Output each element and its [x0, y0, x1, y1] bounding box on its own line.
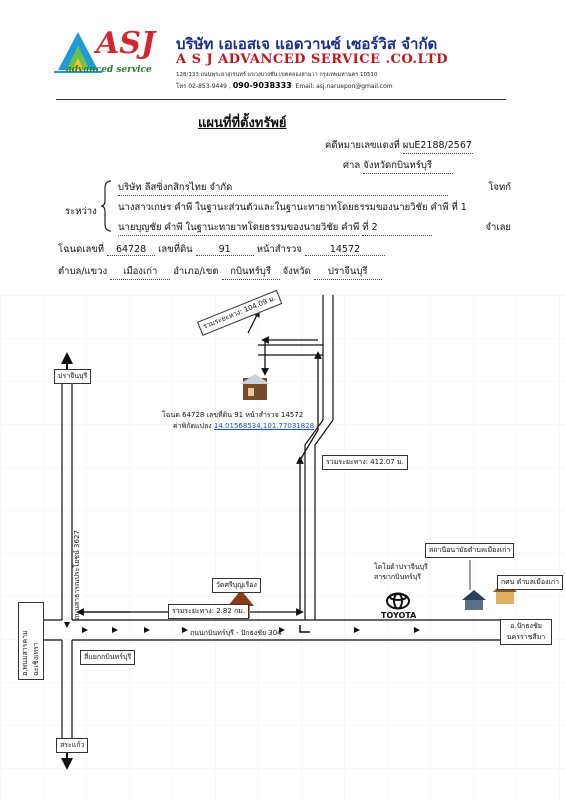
- company-name-thai: บริษัท เอเอสเจ แอดวานซ์ เซอร์วิส จำกัด: [176, 35, 438, 53]
- property-deed-label: โฉนด 64728 เลขที่ดิน 91 หน้าสำรวจ 14572: [162, 411, 304, 419]
- between-label: ระหว่าง: [65, 206, 97, 217]
- logo-subtext: advanced service: [66, 65, 152, 75]
- company-email: Email: asj.naruepon@gmail.com: [295, 83, 393, 90]
- side-road: [258, 295, 334, 620]
- deed-number: 64728: [107, 244, 156, 256]
- location-line: ตำบล/แขวง เมืองเก่า อำเภอ/เขต กบินทร์บุร…: [58, 264, 382, 280]
- subdistrict-label: ตำบล/แขวง: [58, 266, 108, 277]
- case-number-value: ผบE2188/2567: [402, 138, 473, 154]
- land-number: 91: [195, 244, 254, 256]
- road-direction-arrows: [64, 622, 420, 633]
- intersection-label: สี่แยกกบินทร์บุรี: [80, 650, 136, 665]
- deed-label: โฉนดเลขที่: [58, 244, 105, 255]
- defendant2-number: ที่ 2: [362, 220, 433, 236]
- toyota-shop-label: โตโยต้าปราจีนบุรี สาขากบินทร์บุรี: [374, 563, 428, 581]
- south-arrow-icon: [61, 758, 73, 770]
- company-mobile: 090-9038333: [232, 81, 292, 90]
- header-divider: [56, 99, 506, 100]
- company-address: 128/133 ถนนพระยาสุเรนทร์ แขวงบางชัน เขตค…: [176, 72, 378, 78]
- health-station-icon: [462, 590, 486, 610]
- north-arrow-icon: [61, 352, 73, 364]
- subdistrict-value: เมืองเก่า: [110, 264, 171, 280]
- document-title: แผนที่ที่ตั้งทรัพย์: [198, 116, 287, 131]
- survey-label: หน้าสำรวจ: [256, 244, 302, 255]
- road-3627: [61, 378, 73, 738]
- defendant-role: จำเลย: [485, 222, 511, 233]
- defendant1-line: นางสาวเกษร คำพี ในฐานะส่วนตัวและในฐานะทา…: [118, 200, 467, 215]
- district-label: อำเภอ/เขต: [173, 266, 219, 277]
- company-logo: [54, 32, 102, 73]
- defendant2-name: นายบุญชัย คำพี ในฐานะทายาทโดยธรรมของนายว…: [118, 220, 360, 236]
- logo-text: ASJ: [96, 26, 156, 61]
- defendant2-line: นายบุญชัย คำพี ในฐานะทายาทโดยธรรมของนายว…: [118, 220, 511, 236]
- left-road-label: อ.พนมสารคาม ฉะเชิงเทรา: [18, 602, 44, 680]
- distance-label-2: รวมระยะทาง: 412.07 ม.: [322, 455, 408, 470]
- company-name-english: A S J ADVANCED SERVICE .CO.LTD: [176, 52, 449, 67]
- road-304-label: ถนนกบินทร์บุรี - ปักธงชัย 304: [190, 629, 282, 637]
- court-label: ศาล: [343, 160, 361, 171]
- brace-icon: [100, 180, 112, 232]
- logo-mountain-icon: [54, 32, 102, 73]
- company-contact: โทร 02-853-9449 , 090-9038333 Email: asj…: [176, 81, 393, 91]
- deed-line: โฉนดเลขที่ 64728 เลขที่ดิน 91 หน้าสำรวจ …: [58, 242, 385, 257]
- tambon-office-label: กศน ตำบลเมืองเก่า: [497, 575, 564, 590]
- court-value: จังหวัดกบินทร์บุรี: [363, 158, 454, 174]
- province-label: จังหวัด: [282, 266, 311, 277]
- coordinate-value[interactable]: 14.01568534,101.77031828: [213, 422, 315, 430]
- case-number-label: คดีหมายเลขแดงที่: [325, 140, 400, 151]
- pak-thong-chai-label: อ.ปักธงชัย นครราชสีมา: [500, 619, 552, 645]
- district-value: กบินทร์บุรี: [221, 264, 280, 280]
- plaintiff-name: บริษัท ลีสซิ่งกสิกรไทย จำกัด: [118, 180, 448, 196]
- company-tel: โทร 02-853-9449 ,: [176, 83, 231, 90]
- turn-marker: [299, 625, 310, 633]
- defendant1-name: นางสาวเกษร คำพี ในฐานะส่วนตัวและในฐานะทา…: [118, 202, 467, 213]
- province-value: ปราจีนบุรี: [313, 264, 382, 280]
- prachinburi-label: ปราจีนบุรี: [54, 369, 92, 384]
- toyota-logo-text: TOYOTA: [381, 611, 417, 620]
- case-number-line: คดีหมายเลขแดงที่ ผบE2188/2567: [325, 138, 473, 154]
- survey-number: 14572: [304, 244, 385, 256]
- property-coordinate: ค่าพิกัดแปลง 14.01568534,101.77031828: [173, 421, 314, 432]
- sakaeo-label: สระแก้ว: [56, 738, 89, 753]
- road-3627-label: ถนนสาธารณประโยชน์ 3627: [73, 530, 81, 620]
- plaintiff-role: โจทก์: [488, 182, 511, 193]
- temple-label: วัดศรีบุญเรือง: [212, 578, 261, 593]
- distance-label-3: รวมระยะทาง: 2.82 กม.: [168, 604, 250, 619]
- court-line: ศาล จังหวัดกบินทร์บุรี: [343, 158, 454, 174]
- coordinate-label: ค่าพิกัดแปลง: [173, 422, 212, 430]
- property-house-icon: [240, 374, 270, 400]
- plaintiff-line: บริษัท ลีสซิ่งกสิกรไทย จำกัด โจทก์: [118, 180, 511, 196]
- land-number-label: เลขที่ดิน: [158, 244, 193, 255]
- toyota-logo-icon: [386, 592, 410, 610]
- health-station-label: สถานีอนามัยตำบลเมืองเก่า: [425, 543, 515, 558]
